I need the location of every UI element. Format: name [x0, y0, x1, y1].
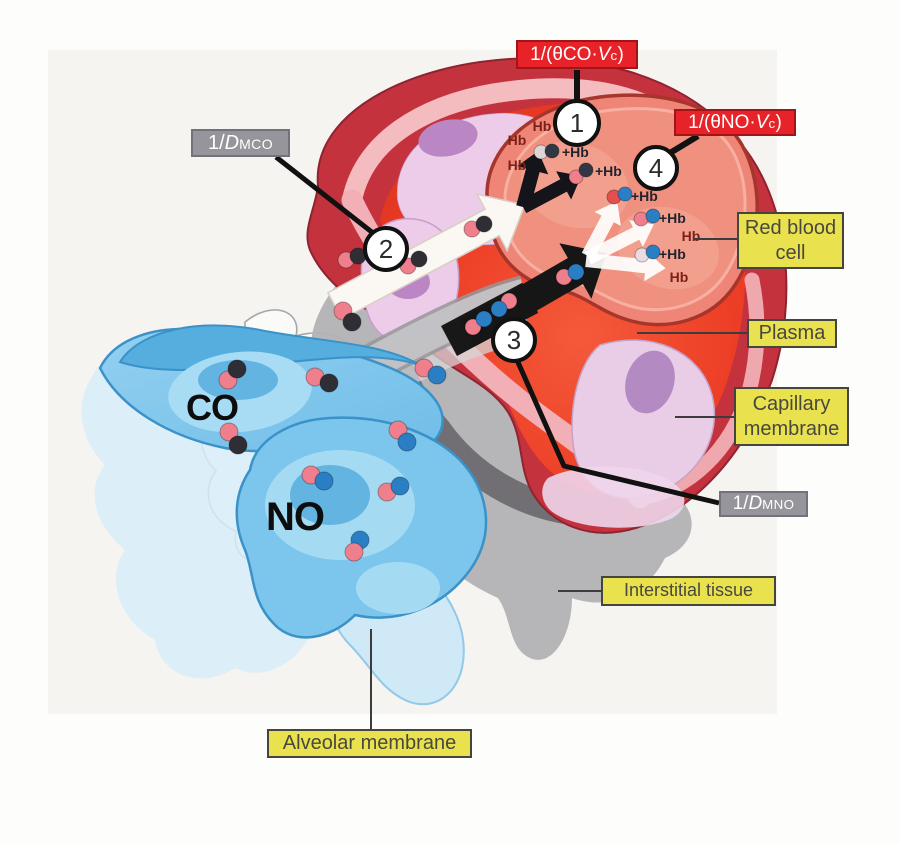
label-text: Capillary membrane [743, 393, 840, 440]
step-markers: 1 2 3 4 [363, 99, 679, 363]
hb-label: Hb [508, 132, 527, 148]
step-marker-3: 3 [491, 317, 537, 363]
label-text: Alveolar membrane [282, 732, 457, 755]
bound-hb-label: +Hb [595, 163, 622, 179]
step-number: 1 [570, 108, 584, 138]
label-red-blood-cell: Red blood cell [737, 212, 844, 269]
bound-hb-label: +Hb [659, 246, 686, 262]
step-number: 3 [507, 325, 521, 355]
step-number: 2 [379, 234, 393, 264]
rbc-arrows [516, 150, 666, 282]
bound-hb-label: +Hb [631, 188, 658, 204]
hb-label: Hb [508, 157, 527, 173]
hb-label: Hb [682, 228, 701, 244]
bound-hb-label: +Hb [562, 144, 589, 160]
red-blood-cell-shape [485, 93, 759, 327]
co-molecule [218, 215, 493, 455]
step-marker-4: 4 [633, 145, 679, 191]
gas-label-no: NO [266, 495, 324, 539]
hb-label: Hb [533, 118, 552, 134]
rbc-bound-molecules [533, 143, 661, 263]
label-plasma: Plasma [747, 319, 837, 348]
gas-label-co: CO [186, 387, 238, 428]
label-text: Plasma [758, 322, 826, 345]
label-text: Red blood cell [744, 217, 837, 264]
label-interstitial-tissue: Interstitial tissue [601, 576, 776, 606]
label-leader-lines [370, 238, 747, 729]
label-text: Interstitial tissue [623, 580, 754, 601]
no-molecule [301, 263, 585, 562]
step-marker-1: 1 [553, 99, 601, 147]
step-marker-2: 2 [363, 226, 409, 272]
step-number: 4 [649, 153, 663, 183]
label-alveolar-membrane: Alveolar membrane [267, 729, 472, 758]
bound-hb-label: +Hb [659, 210, 686, 226]
connector-lines [274, 70, 720, 506]
hb-label: Hb [670, 269, 689, 285]
label-capillary-membrane: Capillary membrane [734, 387, 849, 446]
